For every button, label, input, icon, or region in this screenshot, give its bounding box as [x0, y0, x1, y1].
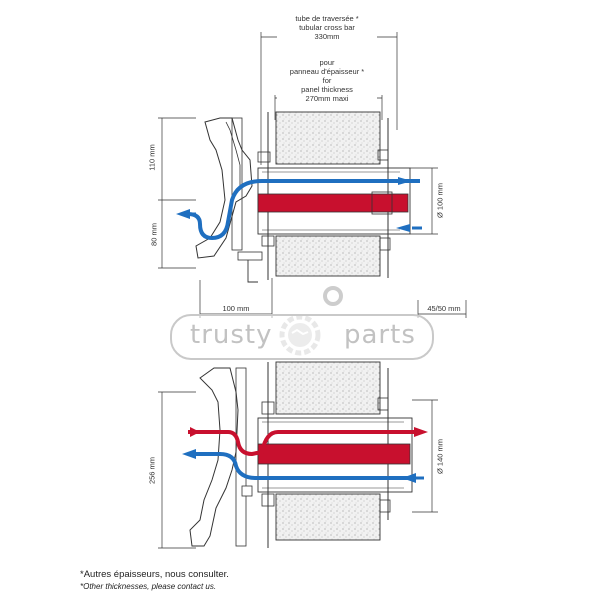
hot-tube-bottom	[257, 443, 411, 465]
panel-label-en1: for	[322, 76, 332, 85]
top-right-dimension	[410, 167, 438, 235]
cold-air-path-top	[187, 179, 412, 241]
dim-diameter-140: Ø 140 mm	[435, 439, 445, 475]
footnote-fr: *Autres épaisseurs, nous consulter.	[80, 569, 229, 580]
wall-panel-top	[275, 111, 381, 165]
panel-label-fr2: panneau d'épaisseur *	[289, 67, 365, 76]
tube-label-fr: tube de traversée *	[295, 14, 359, 23]
tube-length: 330mm	[277, 32, 377, 41]
cold-air-path-bottom	[188, 452, 414, 480]
bottom-assembly	[182, 361, 428, 548]
panel-label-fr1: pour	[319, 58, 335, 67]
dim-110: 110 mm	[147, 144, 157, 171]
hot-tube-top	[257, 193, 409, 213]
top-left-dimensions	[158, 117, 196, 269]
wall-panel-bottom-lower	[275, 493, 381, 541]
dim-45-50: 45/50 mm	[427, 304, 461, 313]
tube-label-en: tubular cross bar	[299, 23, 355, 32]
watermark-right-word: parts	[344, 320, 416, 350]
wall-panel-top-lower	[275, 235, 381, 277]
watermark-left-word: trusty	[190, 320, 273, 350]
top-assembly	[176, 111, 422, 283]
dim-diameter-100: Ø 100 mm	[435, 183, 445, 219]
dim-100: 100 mm	[222, 304, 250, 313]
wall-panel-bottom	[275, 361, 381, 415]
footnote-en: *Other thicknesses, please contact us.	[80, 582, 217, 591]
hot-air-path-bottom	[188, 430, 414, 457]
panel-length: 270mm maxi	[277, 94, 377, 103]
dim-256: 256 mm	[147, 456, 157, 485]
dim-80: 80 mm	[149, 223, 159, 246]
watermark-pill	[170, 314, 434, 360]
panel-label-en2: panel thickness	[301, 85, 353, 94]
bottom-dimensions	[158, 391, 438, 549]
